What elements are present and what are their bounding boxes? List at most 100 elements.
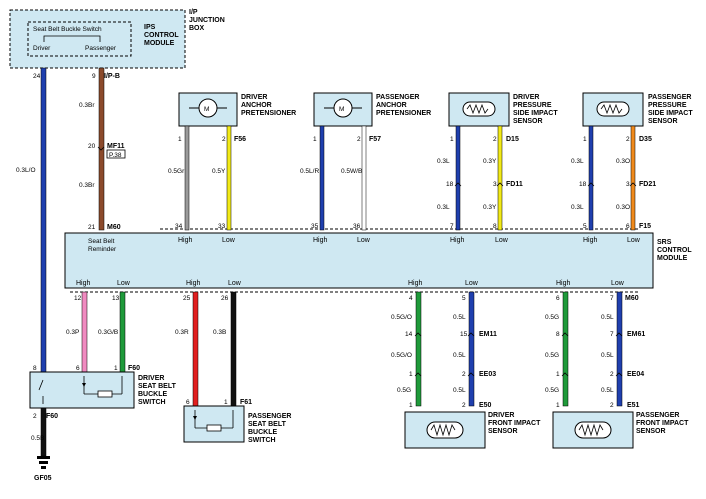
conn-e50: E50 <box>479 402 492 409</box>
reminder-2: Reminder <box>88 246 117 253</box>
passenger-label: Passenger <box>85 45 117 52</box>
wire-label: 0.5Gr <box>168 168 185 175</box>
wire-g <box>562 291 569 407</box>
wire-label: 0.5L <box>601 387 614 394</box>
pin: 14 <box>405 331 413 338</box>
wire-y <box>497 125 503 231</box>
high-label: High <box>178 237 193 244</box>
wire-label: 0.3G/B <box>98 329 118 336</box>
pin: 15 <box>460 331 468 338</box>
high-label: High <box>450 237 465 244</box>
high-label: High <box>186 280 201 287</box>
pin: 4 <box>409 295 413 302</box>
srs-title-2: CONTROL <box>657 247 692 254</box>
wire-o <box>630 125 636 231</box>
driver-front-l3: SENSOR <box>488 428 518 435</box>
wire-label: 0.5B <box>31 435 44 442</box>
reminder-1: Seat Belt <box>88 238 115 245</box>
sensor-icon <box>426 421 464 439</box>
pin: 2 <box>33 413 37 420</box>
conn-m60: M60 <box>107 224 121 231</box>
wire-l <box>588 125 594 231</box>
ips-title: IPS <box>144 24 156 31</box>
wire-w-b <box>361 125 367 231</box>
pin: 26 <box>221 295 229 302</box>
pass-front-l3: SENSOR <box>636 428 666 435</box>
driver-buckle-l2: SEAT BELT <box>138 383 177 390</box>
wire-label: 0.5L <box>601 352 614 359</box>
connector-ticks <box>97 146 637 377</box>
driver-side-l2: PRESSURE <box>513 102 552 109</box>
passenger-buckle-switch <box>183 405 245 443</box>
pin: 2 <box>462 371 466 378</box>
pin: 2 <box>222 136 226 143</box>
conn-em11: EM11 <box>479 331 497 338</box>
sensor-icon <box>462 101 496 117</box>
pin: 2 <box>357 136 361 143</box>
pin: 35 <box>311 223 319 230</box>
wire-label: 0.5W/B <box>341 168 362 175</box>
motor-m: M <box>339 106 344 113</box>
pin: 7 <box>610 295 614 302</box>
ground-icon <box>37 456 50 469</box>
pin: 2 <box>462 402 466 409</box>
wire-label: 0.3L <box>437 204 450 211</box>
wire-label: 0.5L <box>453 352 466 359</box>
driver-anchor-l2: ANCHOR <box>241 102 272 109</box>
pin: 3 <box>493 181 497 188</box>
wire-label: 0.3O <box>616 204 630 211</box>
wire-label: 0.3P <box>66 329 79 336</box>
low-label: Low <box>465 280 479 287</box>
wire-b-ground <box>40 407 47 457</box>
wire-g-o <box>415 291 422 407</box>
pass-buckle-l2: SEAT BELT <box>248 421 287 428</box>
resistor-icon <box>206 424 222 432</box>
srs-title-1: SRS <box>657 239 672 246</box>
pin: 7 <box>610 331 614 338</box>
low-label: Low <box>117 280 131 287</box>
wire-label: 0.5L <box>453 387 466 394</box>
pass-front-l2: FRONT IMPACT <box>636 420 689 427</box>
pin: 6 <box>186 399 190 406</box>
ground-label: GF05 <box>34 475 52 482</box>
wire-label: 0.5G <box>545 387 559 394</box>
high-label: High <box>76 280 91 287</box>
high-label: High <box>556 280 571 287</box>
wire-label: 0.3Y <box>483 158 497 165</box>
srs-control-module <box>64 232 654 289</box>
page-ref-box <box>106 149 126 159</box>
junction-title-3: BOX <box>189 25 205 32</box>
srs-title-3: MODULE <box>657 255 688 262</box>
conn-e51: E51 <box>627 402 640 409</box>
conn-fd21: FD21 <box>639 181 656 188</box>
pass-anchor-l2: ANCHOR <box>376 102 407 109</box>
pin: 5 <box>583 223 587 230</box>
driver-front-l1: DRIVER <box>488 412 514 419</box>
seat-belt-switch-group <box>27 21 132 57</box>
conn-f15: F15 <box>639 223 651 230</box>
pass-anchor-l3: PRETENSIONER <box>376 110 431 117</box>
conn-f61: F61 <box>240 399 252 406</box>
high-label: High <box>313 237 328 244</box>
conn-f60: F60 <box>128 365 140 372</box>
wire-label: 0.5G <box>545 314 559 321</box>
conn-ipb: I/P-B <box>104 73 120 80</box>
switch-bracket <box>43 35 101 42</box>
driver-buckle-l4: SWITCH <box>138 399 166 406</box>
wire-l <box>468 291 475 407</box>
wire-p <box>81 291 88 373</box>
pass-side-l2: PRESSURE <box>648 102 687 109</box>
driver-buckle-l3: BUCKLE <box>138 391 167 398</box>
conn-f57: F57 <box>369 136 381 143</box>
wire-label: 0.5G/O <box>391 352 412 359</box>
wire-y <box>226 125 232 231</box>
resistor-icon <box>97 390 113 398</box>
pin: 6 <box>626 223 630 230</box>
driver-front-l2: FRONT IMPACT <box>488 420 541 427</box>
pin: 8 <box>33 365 37 372</box>
driver-buckle-l1: DRIVER <box>138 375 164 382</box>
pin: 6 <box>556 295 560 302</box>
passenger-anchor-pretensioner <box>313 92 373 127</box>
wire-label-br: 0.3Br <box>79 102 95 109</box>
